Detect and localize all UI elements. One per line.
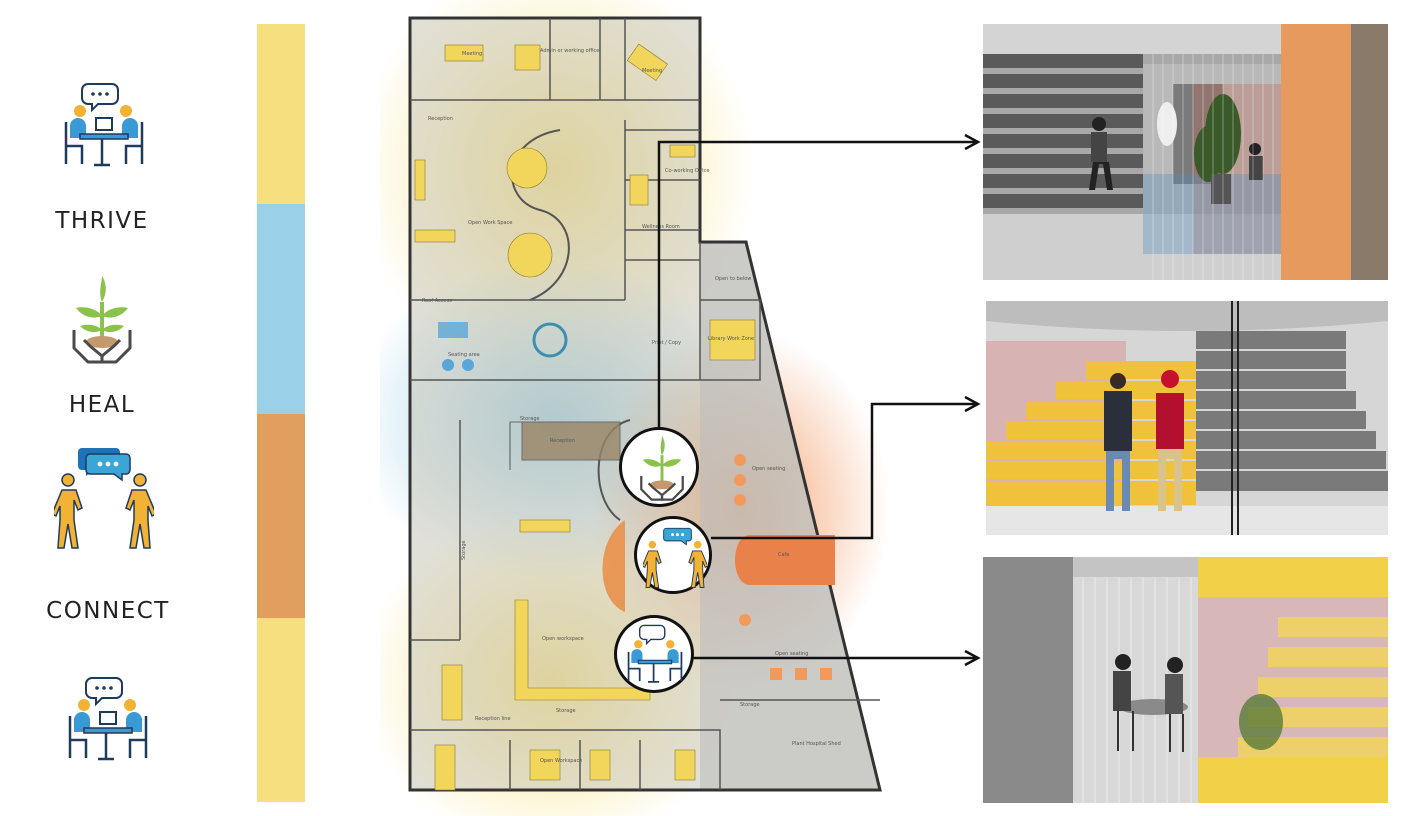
marker-connect — [634, 516, 712, 594]
room-meeting-2: Meeting — [642, 68, 662, 74]
render-photo-heal — [983, 24, 1388, 280]
plant-hands-icon — [72, 276, 132, 364]
room-open-seating: Open seating — [752, 466, 785, 472]
marker-thrive — [614, 615, 694, 693]
marker-heal — [619, 427, 699, 507]
room-storage-2: Storage — [461, 540, 467, 560]
room-seating-area: Seating area — [448, 352, 480, 358]
room-open-workspace: Open workspace — [542, 636, 584, 642]
plant-hands-icon — [640, 435, 684, 501]
room-co-working: Co-working Office — [665, 168, 709, 174]
floor-plan: Meeting Admin or working office Meeting … — [380, 0, 890, 816]
room-open-seating-2: Open seating — [775, 651, 808, 657]
room-print-copy: Print / Copy — [652, 340, 681, 346]
legend-label-connect: CONNECT — [46, 598, 170, 624]
zone-bar-connect — [257, 414, 305, 618]
room-reception-line: Reception line — [475, 716, 511, 722]
room-open-workspace-2: Open Workspace — [540, 758, 582, 764]
render-photo-connect — [986, 301, 1388, 535]
legend-label-thrive: THRIVE — [55, 208, 149, 234]
room-storage-4: Storage — [740, 702, 760, 708]
render-photo-thrive — [983, 557, 1388, 803]
room-wellness: Wellness Room — [642, 224, 680, 230]
room-plant-hospital: Plant Hospital Shed — [792, 741, 841, 747]
legend-label-heal: HEAL — [68, 392, 136, 418]
room-roof-access: Roof Access — [422, 298, 452, 304]
room-storage-1: Storage — [520, 416, 540, 422]
zone-bar-heal — [257, 204, 305, 414]
zone-bar-thrive-2 — [257, 618, 305, 802]
room-cafe: Cafe — [778, 552, 789, 558]
room-meeting-1: Meeting — [462, 51, 482, 57]
people-talking-icon — [643, 527, 707, 588]
room-admin-office: Admin or working office — [540, 48, 599, 54]
room-reception: Reception — [550, 438, 575, 444]
room-library: Library Work Zone — [708, 336, 754, 342]
meeting-table-icon — [64, 83, 144, 167]
room-open-to-below: Open to below — [715, 276, 751, 282]
meeting-table-icon — [68, 677, 148, 761]
zone-bar-thrive — [257, 24, 305, 204]
meeting-table-icon — [627, 624, 683, 683]
room-storage-3: Storage — [556, 708, 576, 714]
people-talking-icon — [54, 448, 154, 549]
room-reception-top: Reception — [428, 116, 453, 122]
room-open-work-space: Open Work Space — [468, 220, 512, 226]
